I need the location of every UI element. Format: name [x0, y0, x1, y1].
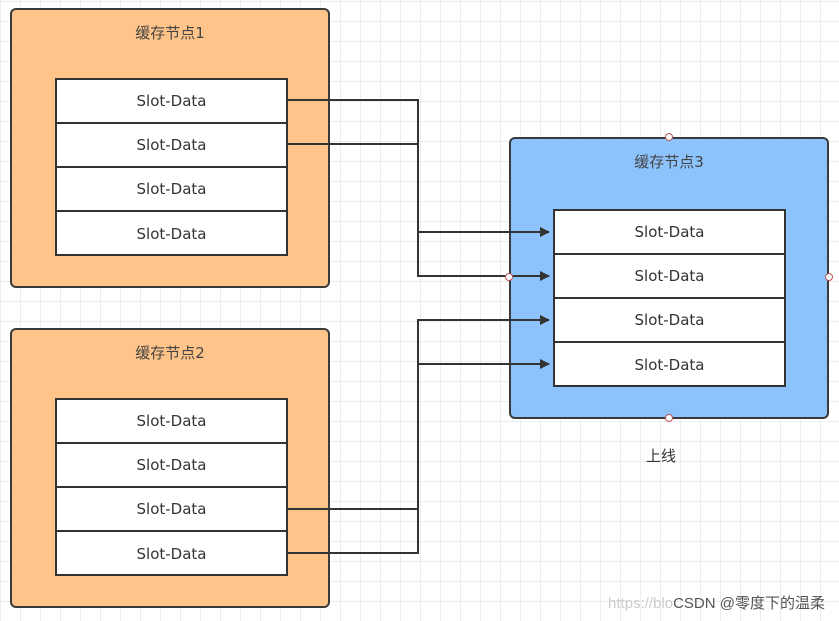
connector-line [287, 143, 550, 281]
watermark-text: CSDN @零度下的温柔 [673, 595, 825, 612]
connection-anchor-bottom[interactable] [665, 414, 673, 422]
watermark: https://bloCSDN @零度下的温柔 [608, 592, 825, 613]
slot-data[interactable]: Slot-Data [555, 299, 784, 343]
slot-list: Slot-Data Slot-Data Slot-Data Slot-Data [55, 398, 288, 576]
slot-data[interactable]: Slot-Data [57, 488, 286, 532]
online-caption: 上线 [646, 447, 677, 465]
connector-line [287, 359, 550, 554]
slot-data[interactable]: Slot-Data [57, 80, 286, 124]
node-title: 缓存节点2 [135, 344, 205, 362]
slot-data[interactable]: Slot-Data [57, 444, 286, 488]
connection-anchor-top[interactable] [665, 133, 673, 141]
node-title: 缓存节点1 [135, 24, 205, 42]
cache-node-1[interactable]: 缓存节点1 Slot-Data Slot-Data Slot-Data Slot… [10, 8, 330, 288]
slot-data[interactable]: Slot-Data [57, 124, 286, 168]
slot-data[interactable]: Slot-Data [136, 225, 207, 243]
slot-list: Slot-Data Slot-Data Slot-Data Slot-Data [553, 209, 786, 387]
connection-anchor-right[interactable] [825, 273, 833, 281]
slot-data[interactable]: Slot-Data [57, 400, 286, 444]
connection-anchor-left[interactable] [505, 273, 513, 281]
slot-data[interactable]: Slot-Data [136, 545, 207, 563]
slot-data[interactable]: Slot-Data [57, 168, 286, 212]
cache-node-3[interactable]: 缓存节点3 Slot-Data Slot-Data Slot-Data Slot… [509, 137, 829, 419]
node-title: 缓存节点3 [634, 153, 704, 171]
slot-data[interactable]: Slot-Data [555, 211, 784, 255]
watermark-url: https://blo [608, 595, 674, 612]
slot-list: Slot-Data Slot-Data Slot-Data Slot-Data [55, 78, 288, 256]
slot-data[interactable]: Slot-Data [634, 356, 705, 374]
cache-node-2[interactable]: 缓存节点2 Slot-Data Slot-Data Slot-Data Slot… [10, 328, 330, 608]
slot-data[interactable]: Slot-Data [555, 255, 784, 299]
